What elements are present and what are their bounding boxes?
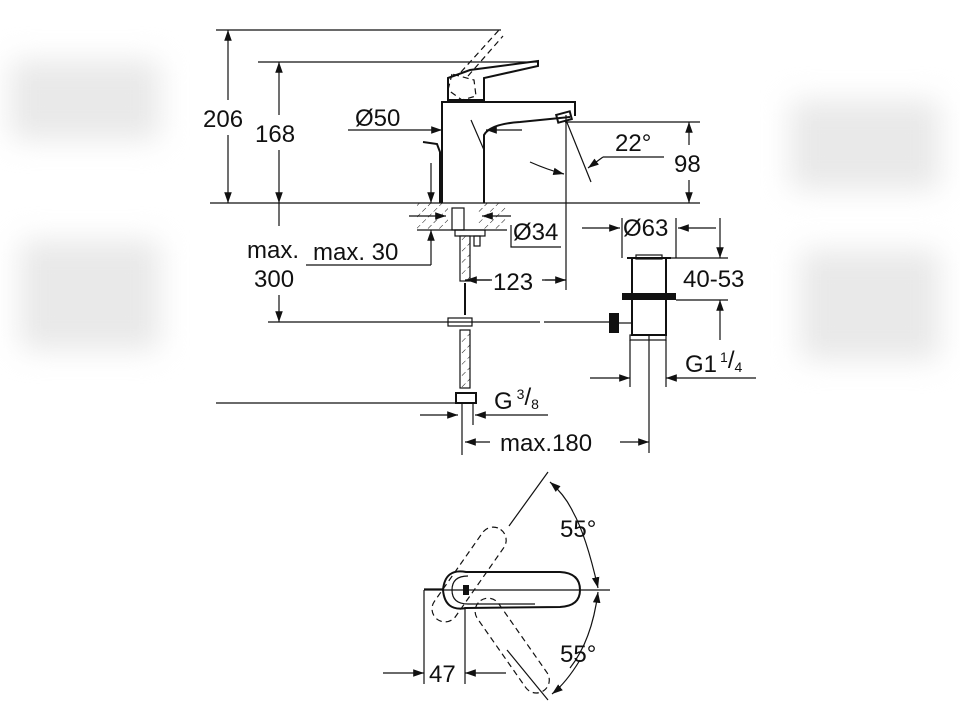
- mounting-bolt: [473, 235, 481, 247]
- waste-plug: [635, 254, 663, 260]
- dim-max180-label: max.180: [500, 430, 592, 457]
- dim-55deg-up-label: 55°: [560, 516, 596, 543]
- body-edge: [470, 119, 485, 151]
- dim-206-label: 206: [203, 106, 243, 133]
- thread-numerator: 3: [517, 386, 525, 402]
- waste-nut: [629, 334, 667, 341]
- dim-22deg-label: 22°: [615, 130, 651, 157]
- dim-d50-label: Ø50: [355, 105, 400, 132]
- aerator: [554, 110, 574, 124]
- dim-123-label: 123: [493, 269, 533, 296]
- leader-line: [587, 156, 604, 169]
- lever-indicator: [463, 585, 469, 595]
- angle-arc-down: [569, 591, 601, 669]
- leader-line: [510, 225, 561, 248]
- dim-47-label: 47: [429, 661, 456, 688]
- hose-nut: [455, 392, 477, 404]
- angle-arc-up: [572, 511, 600, 589]
- waste-flange: [622, 293, 676, 300]
- lever-rotated-outline: [474, 597, 550, 694]
- angle-ray: [506, 649, 549, 701]
- angle-line: [565, 119, 592, 183]
- mounting-stud: [451, 207, 465, 231]
- lever-raised-outline: [467, 35, 504, 77]
- lever-raised-outline: [460, 29, 500, 73]
- thread-denominator: 8: [531, 396, 539, 412]
- background-blur: [10, 60, 160, 140]
- angle-ray: [508, 471, 549, 527]
- waste-body: [631, 300, 667, 336]
- mounting-nut: [454, 229, 486, 237]
- lever-raised-outline: [447, 73, 477, 101]
- dim-d34-label: Ø34: [513, 219, 558, 246]
- thread-main: G1: [685, 351, 717, 378]
- supply-hose: [459, 329, 471, 389]
- thread-slash: /: [728, 347, 735, 374]
- thread-numerator: 1: [720, 349, 728, 365]
- lever-rotated-outline: [431, 526, 507, 623]
- background-blur: [790, 100, 940, 190]
- dim-168-label: 168: [255, 121, 295, 148]
- lever-top: [441, 570, 582, 610]
- dim-55deg-down-label: 55°: [560, 641, 596, 668]
- thread-denominator: 4: [734, 359, 742, 375]
- top-view: 55° 55° 47: [383, 471, 610, 701]
- background-blur: [800, 250, 940, 360]
- waste-body: [627, 257, 671, 293]
- thread-slash: /: [524, 384, 531, 411]
- dim-40-53-label: 40-53: [683, 266, 744, 293]
- dim-d63-label: Ø63: [623, 215, 668, 242]
- popup-rod-nut: [609, 313, 619, 333]
- lever-handle: [447, 59, 539, 101]
- supply-hose-braid: [460, 236, 470, 281]
- dim-300-label: 300: [254, 266, 294, 293]
- side-view: 206 168 Ø50 22° 98: [203, 29, 756, 457]
- dim-max-label: max.: [247, 237, 299, 264]
- angle-arc-down: [551, 659, 581, 695]
- background-blur: [20, 240, 160, 350]
- dim-98-label: 98: [674, 151, 701, 178]
- angle-arc-up: [549, 481, 574, 513]
- label-mask: [492, 266, 542, 294]
- popup-rod: [422, 141, 441, 203]
- dim-max30-label: max. 30: [313, 239, 398, 266]
- faucet-body: [441, 101, 576, 203]
- thread-main: G: [494, 388, 513, 415]
- lever-inner: [451, 575, 535, 605]
- angle-arc: [529, 161, 565, 176]
- popup-connector: [447, 317, 473, 327]
